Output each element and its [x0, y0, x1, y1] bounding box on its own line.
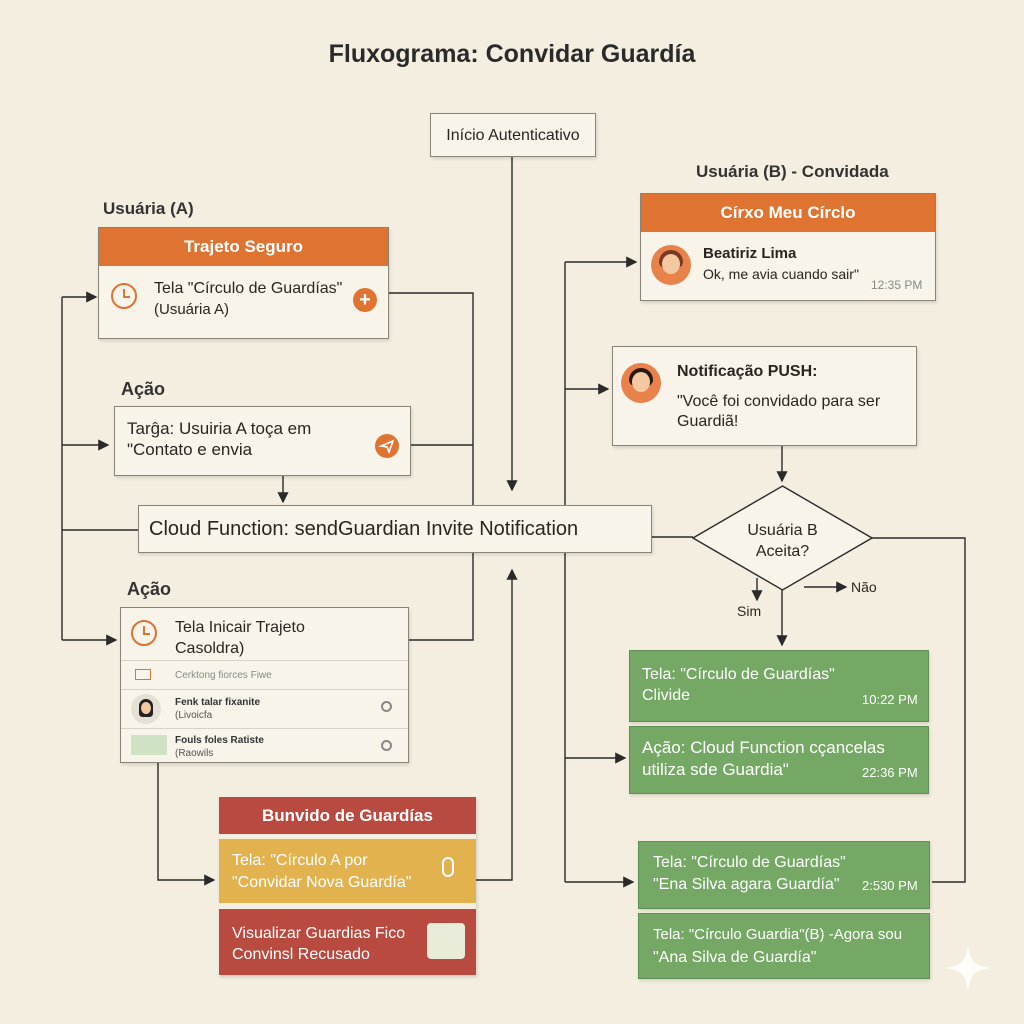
green4-line1: Tela: "Círculo Guardia"(B) -Agora sou: [653, 926, 903, 943]
decision-line1: Usuária B: [747, 522, 818, 539]
bunvido-card: Bunvido de Guardías Tela: "Círculo A por…: [219, 797, 476, 975]
meu-circulo-header: Círxo Meu Círclo: [641, 194, 935, 232]
bunvido-item2-line1: Visualizar Guardias Fico: [232, 925, 406, 942]
meu-circulo-card: Círxo Meu Círclo Beatiriz Lima Ok, me av…: [640, 193, 936, 301]
label-acao-2: Ação: [127, 579, 172, 599]
contact1-name: Fenk talar fixanite: [175, 697, 261, 708]
green2-line2: utiliza sde Guardia": [642, 760, 789, 779]
microphone-icon: [442, 857, 454, 877]
clock-icon: [111, 283, 137, 309]
decision-no-label: Não: [851, 579, 877, 595]
decision-line2: Aceita?: [755, 543, 810, 560]
trajeto-line2: (Usuária A): [154, 301, 230, 318]
green3-line1: Tela: "Círculo de Guardías": [653, 854, 846, 871]
label-acao-1: Ação: [121, 379, 166, 399]
contact2-name: Fouls foles Ratiste: [175, 735, 264, 746]
add-icon[interactable]: +: [353, 288, 377, 312]
push-line2: Guardiã!: [677, 413, 739, 430]
green-card-4: Tela: "Círculo Guardia"(B) -Agora sou "A…: [638, 913, 930, 979]
green4-line2: "Ana Silva de Guardía": [653, 949, 817, 966]
cloud-function-node: Cloud Function: sendGuardian Invite Noti…: [138, 505, 652, 553]
green2-line1: Ação: Cloud Function cçancelas: [642, 738, 885, 757]
green3-line2: "Ena Silva agara Guardía": [653, 876, 840, 893]
label-user-a: Usuária (A): [103, 199, 194, 218]
avatar: [621, 363, 661, 403]
sparkle-icon: [944, 944, 992, 992]
contact-message: Ok, me avia cuando sair": [703, 266, 859, 282]
map-thumbnail-icon: [131, 735, 167, 755]
message-time: 12:35 PM: [871, 278, 923, 292]
decision-yes-label: Sim: [737, 603, 762, 619]
trajeto-seguro-card: Trajeto Seguro Tela "Círculo de Guardías…: [98, 227, 389, 339]
label-user-b: Usuária (B) - Convidada: [696, 162, 889, 181]
push-title: Notificação PUSH:: [677, 363, 818, 380]
green3-time: 2:530 PM: [862, 878, 918, 893]
bunvido-item1-line2: "Convidar Nova Guardía": [232, 874, 412, 891]
green1-time: 10:22 PM: [862, 692, 918, 707]
tarefa-card: Tarĝa: Usuiria A toça em "Contato e envi…: [114, 406, 411, 476]
trajeto-header: Trajeto Seguro: [99, 228, 388, 266]
bunvido-item-1[interactable]: Tela: "Círculo A por "Convidar Nova Guar…: [219, 839, 476, 903]
contact1-radio[interactable]: [381, 701, 392, 712]
iniciar-line2: Casoldra): [175, 640, 245, 657]
contact2-radio[interactable]: [381, 740, 392, 751]
bunvido-header: Bunvido de Guardías: [219, 797, 476, 834]
contact-avatar: [131, 694, 161, 724]
green-card-2: Ação: Cloud Function cçancelas utiliza s…: [629, 726, 929, 794]
contact1-sub: (Livoicfa: [175, 710, 213, 721]
clock-icon: [131, 620, 157, 646]
trajeto-line1: Tela "Círculo de Guardías": [154, 280, 343, 297]
bunvido-item-2[interactable]: Visualizar Guardias Fico Convinsl Recusa…: [219, 909, 476, 975]
green-card-3: Tela: "Círculo de Guardías" "Ena Silva a…: [638, 841, 930, 909]
decision-diamond: [692, 485, 873, 591]
iniciar-trajeto-card: Tela Inicair Trajeto Casoldra) Cerktong …: [120, 607, 409, 763]
bunvido-item2-line2: Convinsl Recusado: [232, 946, 370, 963]
page-title: Fluxograma: Convidar Guardía: [328, 40, 696, 68]
email-row-label: Cerktong fiorces Fiwe: [175, 670, 272, 681]
tarefa-line2: "Contato e envia: [127, 440, 253, 459]
green1-line2: Clivide: [642, 687, 691, 704]
tarefa-line1: Tarĝa: Usuiria A toça em: [127, 419, 312, 438]
push-line1: "Você foi convidado para ser: [677, 393, 881, 410]
green-card-1: Tela: "Círculo de Guardías" Clivide 10:2…: [629, 650, 929, 722]
cloud-function-label: Cloud Function: sendGuardian Invite Noti…: [149, 517, 579, 540]
mail-icon: [135, 669, 151, 680]
green1-line1: Tela: "Círculo de Guardías": [642, 666, 835, 683]
avatar: [651, 245, 691, 285]
contact-name: Beatiriz Lima: [703, 245, 797, 262]
bunvido-item1-line1: Tela: "Círculo A por: [232, 852, 368, 869]
start-label: Início Autenticativo: [446, 126, 580, 144]
push-notification-card: Notificação PUSH: "Você foi convidado pa…: [612, 346, 917, 446]
start-node: Início Autenticativo: [430, 113, 596, 157]
send-icon[interactable]: [375, 434, 399, 458]
green2-time: 22:36 PM: [862, 765, 918, 780]
iniciar-line1: Tela Inicair Trajeto: [175, 619, 305, 636]
map-icon: [427, 923, 465, 959]
contact2-sub: (Raowils: [175, 748, 214, 759]
